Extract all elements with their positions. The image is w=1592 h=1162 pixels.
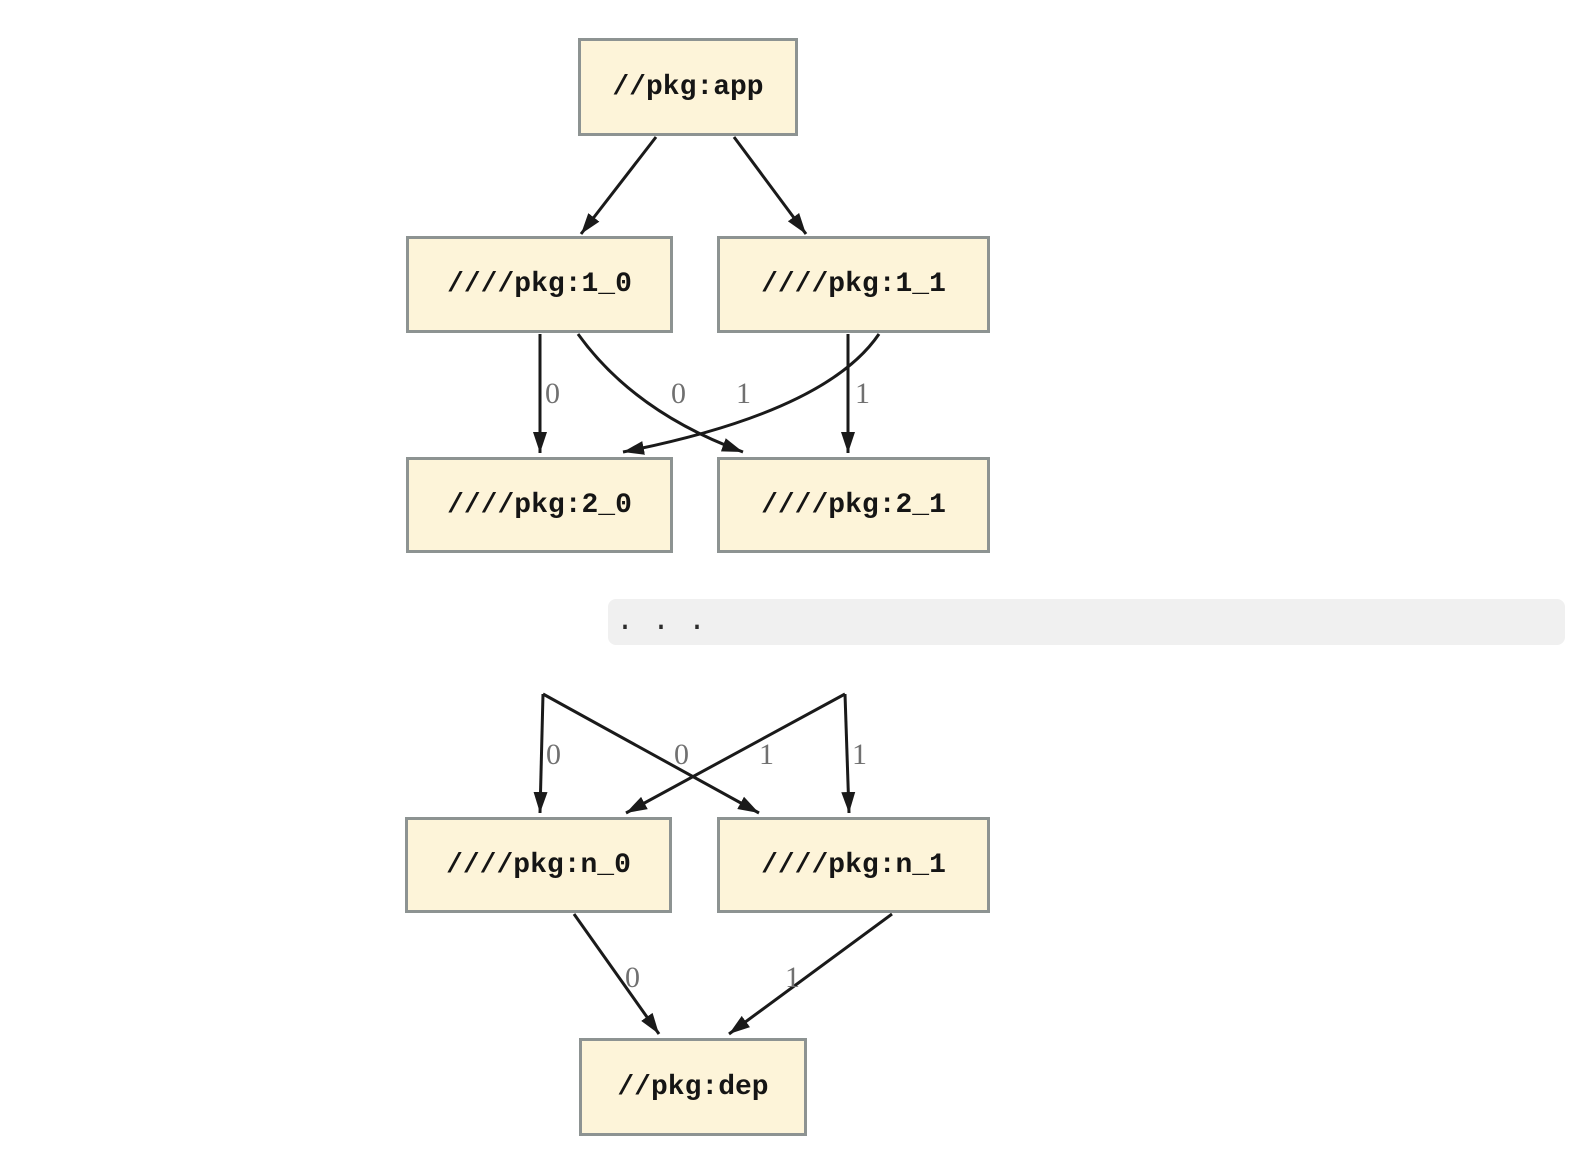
edge-label-1_1-2_1: 1 [855, 377, 870, 410]
node-pkg-1_1-label: ////pkg:1_1 [761, 269, 946, 300]
edge-label-cont-n_1-right: 1 [852, 738, 867, 771]
edge-n_1-to-dep [728, 912, 893, 1036]
node-pkg-2_1: ////pkg:2_1 [717, 457, 990, 553]
edge-cont-right-to-n_0 [625, 692, 846, 815]
node-pkg-2_1-label: ////pkg:2_1 [761, 489, 946, 521]
node-pkg-1_0: ////pkg:1_0 [406, 236, 673, 333]
node-pkg-2_0-label: ////pkg:2_0 [447, 489, 632, 521]
edge-label-n_1-dep: 1 [785, 961, 800, 994]
node-pkg-dep: //pkg:dep [579, 1038, 807, 1136]
edge-app-to-1_0 [579, 136, 658, 235]
edge-label-n_0-dep: 0 [625, 961, 640, 994]
edge-cont-left-to-n_0 [533, 693, 548, 814]
continuation-ellipsis-bar: . . . [608, 599, 1565, 645]
edge-cont-right-to-n_1 [841, 693, 856, 814]
node-pkg-2_0: ////pkg:2_0 [406, 457, 673, 553]
edge-label-cont-n_1-left: 1 [759, 738, 774, 771]
edge-label-1_1-2_0: 0 [671, 377, 686, 410]
node-pkg-n_1: ////pkg:n_1 [717, 817, 990, 913]
ellipsis-dots: . . . [616, 605, 707, 639]
node-pkg-1_1: ////pkg:1_1 [717, 236, 990, 333]
edge-app-to-1_1 [732, 136, 808, 235]
edge-label-1_0-2_0: 0 [545, 377, 560, 410]
node-pkg-n_1-label: ////pkg:n_1 [761, 849, 946, 881]
edge-1_0-to-2_1 [576, 333, 744, 454]
edge-n_0-to-dep [572, 913, 661, 1035]
node-pkg-app: //pkg:app [578, 38, 798, 136]
edge-1_1-to-2_0 [622, 333, 881, 455]
node-pkg-n_0-label: ////pkg:n_0 [446, 849, 631, 881]
node-pkg-n_0: ////pkg:n_0 [405, 817, 672, 913]
edge-label-cont-n_0-right: 0 [674, 738, 689, 771]
node-pkg-1_0-label: ////pkg:1_0 [447, 269, 632, 300]
edge-label-1_0-2_1: 1 [736, 377, 751, 410]
node-pkg-dep-label: //pkg:dep [617, 1071, 769, 1103]
edge-label-cont-n_0-left: 0 [546, 738, 561, 771]
node-pkg-app-label: //pkg:app [612, 71, 764, 103]
edge-cont-left-to-n_1 [542, 692, 760, 815]
